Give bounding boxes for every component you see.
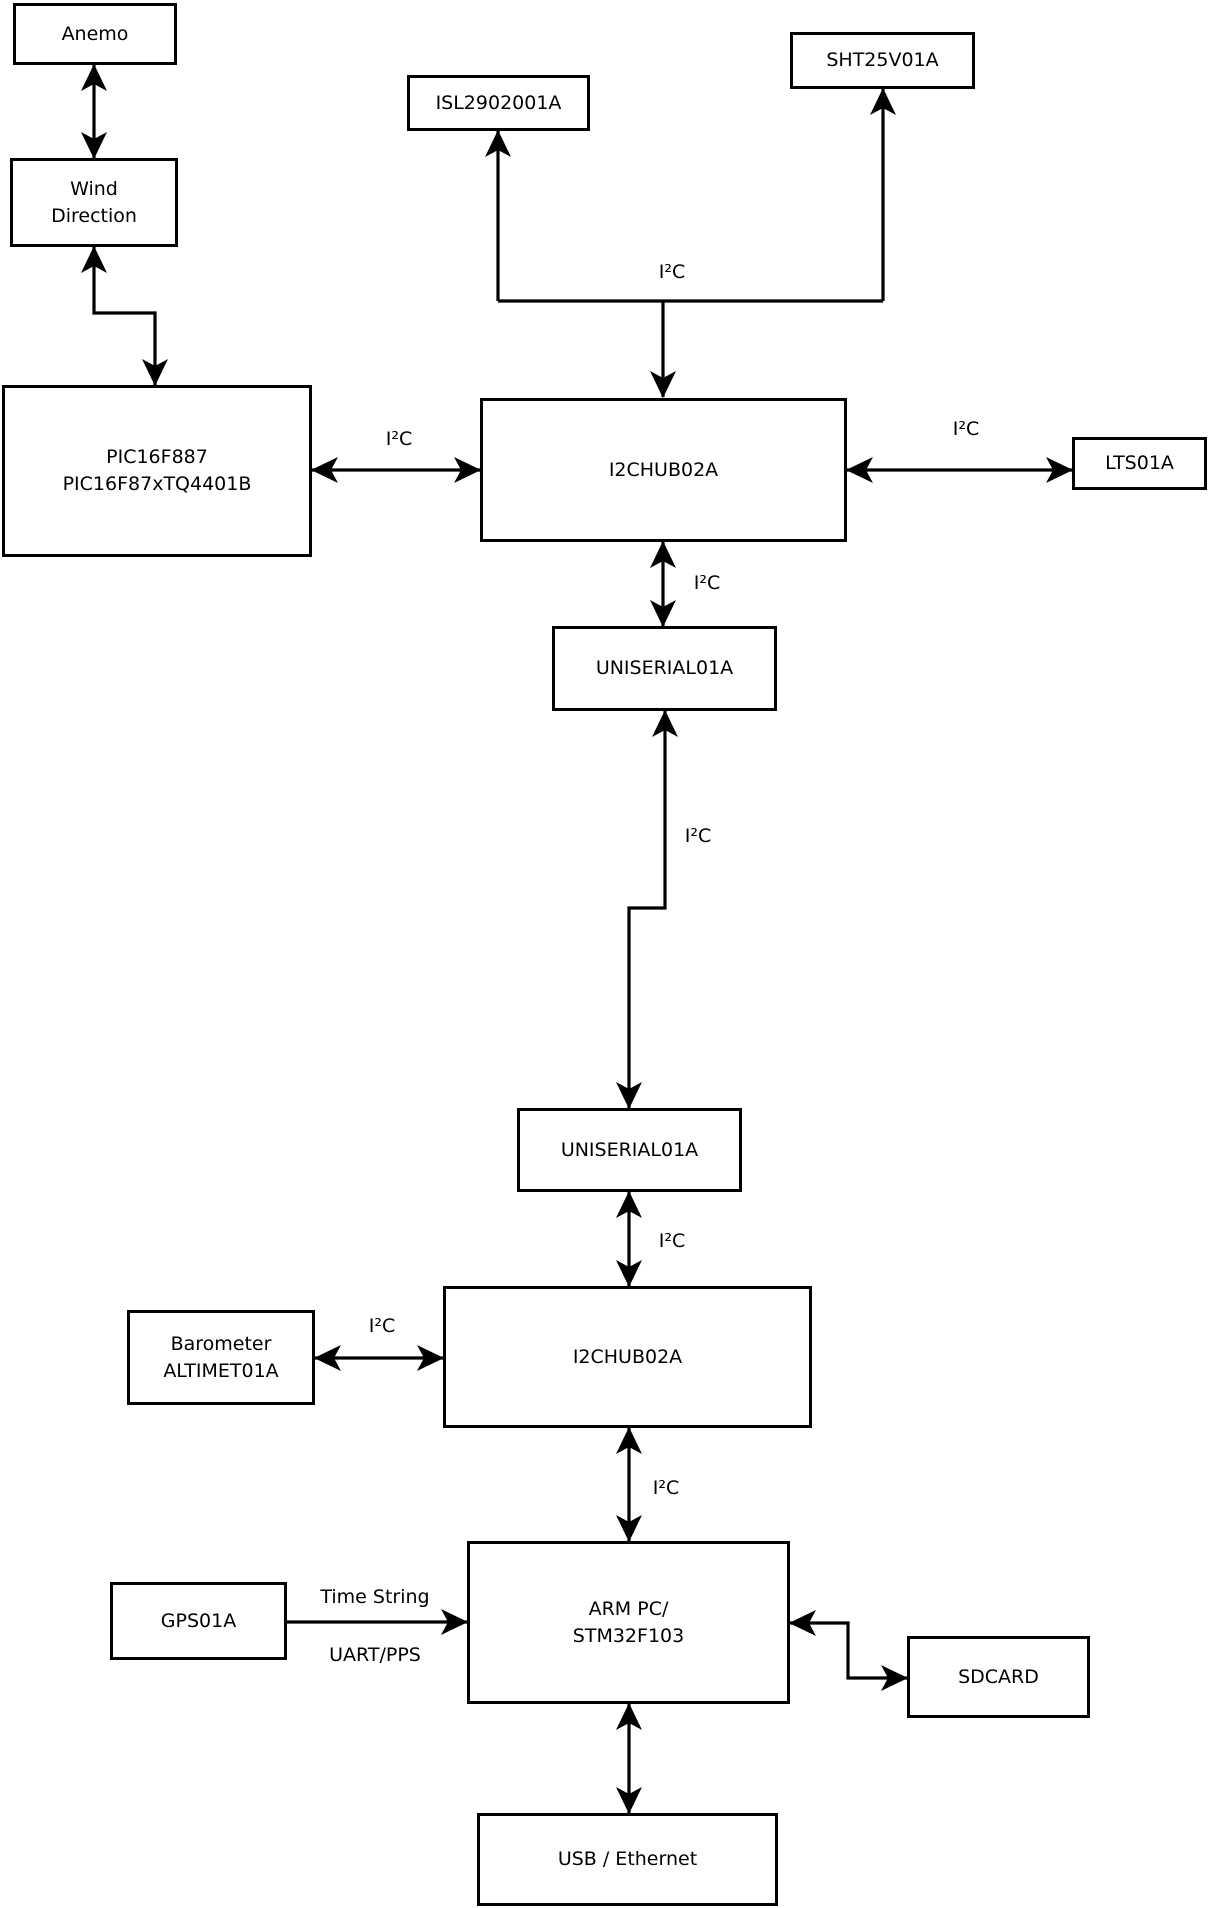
node-anemo: Anemo [13,3,177,65]
node-anemo-label: Anemo [61,22,129,45]
label-i2c-hub1-lts: I²C [952,418,980,440]
node-isl2902001a-label: ISL2902001A [435,91,562,114]
node-pic16f887: PIC16F887 PIC16F87xTQ4401B [2,385,312,557]
node-arm-pc-stm32f103-label: ARM PC/ STM32F103 [572,1597,685,1647]
node-lts01a-label: LTS01A [1105,452,1174,475]
label-i2c-uniserial1-uniserial2: I²C [684,825,712,847]
node-i2chub02a-lower-label: I2CHUB02A [572,1345,683,1368]
label-i2c-hub1-uniserial1: I²C [693,572,721,594]
node-uniserial01a-lower: UNISERIAL01A [517,1108,742,1192]
node-barometer-altimet01a: Barometer ALTIMET01A [127,1310,315,1405]
node-uniserial01a-upper: UNISERIAL01A [552,626,777,711]
label-time-string: Time String [320,1586,430,1608]
edge-wind-pic [81,246,168,386]
node-arm-pc-stm32f103: ARM PC/ STM32F103 [467,1541,790,1704]
node-sht25v01a-label: SHT25V01A [826,49,939,72]
node-wind-direction: Wind Direction [10,158,178,247]
label-i2c-barometer-hub2: I²C [368,1315,396,1337]
node-lts01a: LTS01A [1072,437,1207,490]
node-usb-ethernet-label: USB / Ethernet [557,1848,698,1871]
edge-arm-sdcard [789,1610,908,1691]
node-sht25v01a: SHT25V01A [790,32,975,89]
node-isl2902001a: ISL2902001A [407,75,590,131]
node-sdcard: SDCARD [907,1636,1090,1718]
node-i2chub02a-lower: I2CHUB02A [443,1286,812,1428]
label-i2c-bus-top: I²C [658,261,686,283]
node-i2chub02a-upper-label: I2CHUB02A [608,458,719,481]
label-i2c-uniserial2-hub2: I²C [658,1230,686,1252]
node-gps01a-label: GPS01A [160,1609,237,1632]
node-i2chub02a-upper: I2CHUB02A [480,398,847,542]
edge-uniserial1-uniserial2 [616,710,678,1109]
node-wind-direction-label: Wind Direction [51,177,137,227]
label-i2c-pic-hub1: I²C [385,428,413,450]
node-sdcard-label: SDCARD [958,1665,1039,1688]
node-barometer-altimet01a-label: Barometer ALTIMET01A [163,1332,279,1382]
node-uniserial01a-lower-label: UNISERIAL01A [560,1138,699,1161]
node-uniserial01a-upper-label: UNISERIAL01A [595,657,734,680]
node-gps01a: GPS01A [110,1582,287,1660]
label-i2c-hub2-arm: I²C [652,1477,680,1499]
node-pic16f887-label: PIC16F887 PIC16F87xTQ4401B [62,446,252,495]
label-uart-pps: UART/PPS [329,1644,421,1666]
node-usb-ethernet: USB / Ethernet [477,1813,778,1906]
